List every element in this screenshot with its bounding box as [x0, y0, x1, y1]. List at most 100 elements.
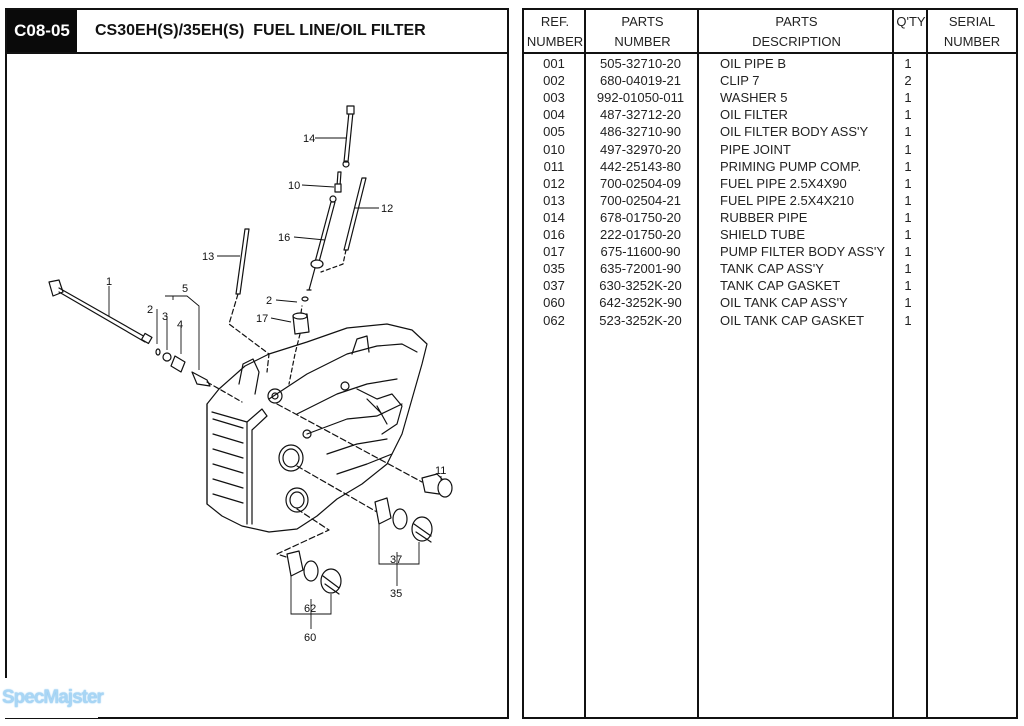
- callout-35: 35: [390, 588, 402, 600]
- part-number-cell: 642-3252K-90: [599, 295, 682, 311]
- diagram-svg: 14 10 12 16 13 1 5 2 2 3 4 17 11 37 35 6…: [48, 105, 453, 644]
- callout-60: 60: [304, 632, 316, 644]
- table-row: 010 497-32970-20 PIPE JOINT 1: [524, 141, 1016, 158]
- part-60-oil-tank-cap-assy: [276, 508, 342, 595]
- part-number-cell: 487-32712-20: [600, 107, 681, 123]
- part-number-cell: 635-72001-90: [600, 261, 681, 277]
- callout-10: 10: [288, 180, 300, 192]
- table-row: 060 642-3252K-90 OIL TANK CAP ASS'Y 1: [524, 294, 1016, 311]
- part-13-fuel-pipe: [228, 228, 270, 373]
- qty-cell: 1: [904, 278, 912, 294]
- part-11-priming-pump: [276, 403, 453, 498]
- qty-cell: 1: [904, 192, 912, 208]
- callout-11: 11: [435, 465, 446, 477]
- part-number-cell: 486-32710-90: [600, 124, 681, 140]
- qty-cell: 1: [904, 209, 912, 225]
- description-cell: PIPE JOINT: [720, 141, 791, 157]
- part-number-cell: 442-25143-80: [600, 158, 681, 174]
- ref-number-cell: 017: [543, 244, 565, 260]
- part-12-fuel-pipe: [320, 177, 367, 273]
- description-cell: OIL FILTER BODY ASS'Y: [720, 124, 869, 140]
- callout-17: 17: [256, 313, 268, 325]
- qty-cell: 1: [904, 56, 912, 71]
- qty-cell: 1: [904, 107, 912, 123]
- description-cell: FUEL PIPE 2.5X4X90: [720, 175, 847, 191]
- part-10-pipe-joint: [334, 171, 342, 193]
- callout-37: 37: [390, 554, 402, 566]
- callout-1: 1: [106, 276, 112, 288]
- header-qty: Q'TY: [896, 14, 926, 29]
- callout-5: 5: [182, 283, 188, 295]
- qty-cell: 1: [904, 124, 912, 140]
- qty-cell: 1: [904, 175, 912, 191]
- part-number-cell: 680-04019-21: [600, 73, 681, 89]
- part-number-cell: 497-32970-20: [600, 141, 681, 157]
- table-header: REF. NUMBER PARTS NUMBER PARTS DESCRIPTI…: [524, 10, 1016, 54]
- qty-cell: 1: [904, 90, 912, 106]
- qty-cell: 1: [904, 312, 912, 328]
- ref-number-cell: 016: [543, 227, 565, 242]
- part-3-washer: [162, 352, 172, 362]
- callout-4: 4: [177, 319, 183, 331]
- part-5-filter-body: [191, 371, 211, 387]
- page-title: CS30EH(S)/35EH(S) FUEL LINE/OIL FILTER: [95, 22, 426, 39]
- description-cell: OIL TANK CAP ASS'Y: [720, 295, 848, 311]
- description-cell: OIL FILTER: [720, 107, 788, 123]
- qty-cell: 1: [904, 227, 912, 242]
- description-cell: RUBBER PIPE: [720, 209, 808, 225]
- header-parts-description: PARTS DESCRIPTION: [752, 14, 841, 49]
- qty-cell: 1: [904, 141, 912, 157]
- diagram-panel: C08-05 CS30EH(S)/35EH(S) FUEL LINE/OIL F…: [5, 8, 509, 719]
- callout-3: 3: [162, 311, 168, 323]
- description-cell: CLIP 7: [720, 73, 760, 89]
- part-number-cell: 700-02504-21: [600, 192, 681, 208]
- callout-13: 13: [202, 251, 214, 263]
- part-number-cell: 505-32710-20: [600, 56, 681, 71]
- part-1-oil-pipe: [48, 279, 153, 345]
- col-divider-description: [524, 10, 894, 717]
- part-14-rubber-pipe: [342, 105, 355, 168]
- ref-number-cell: 012: [543, 175, 565, 191]
- qty-cell: 1: [904, 158, 912, 174]
- part-number-cell: 630-3252K-20: [599, 278, 682, 294]
- callout-2b: 2: [147, 304, 153, 316]
- col-divider-ref: [524, 10, 586, 717]
- callout-14: 14: [303, 133, 315, 145]
- part-4-oil-filter: [170, 355, 186, 373]
- header-serial-number: SERIAL NUMBER: [943, 14, 1001, 49]
- exploded-parts-diagram: 14 10 12 16 13 1 5 2 2 3 4 17 11 37 35 6…: [7, 54, 507, 717]
- col-divider-qty: [524, 10, 928, 717]
- ref-number-cell: 014: [543, 209, 565, 225]
- part-number-cell: 700-02504-09: [600, 175, 681, 191]
- ref-number-cell: 035: [543, 261, 565, 277]
- qty-cell: 1: [904, 295, 912, 311]
- description-cell: FUEL PIPE 2.5X4X210: [720, 192, 854, 208]
- description-cell: SHIELD TUBE: [720, 227, 806, 242]
- part-number-cell: 992-01050-011: [596, 90, 685, 106]
- ref-number-cell: 060: [543, 295, 565, 311]
- watermark-logo: SpecMajster: [2, 678, 104, 718]
- part-2-clip: [301, 296, 309, 302]
- part-number-cell: 678-01750-20: [600, 209, 681, 225]
- callout-16: 16: [278, 232, 290, 244]
- ref-number-cell: 011: [543, 158, 565, 174]
- table-row: 014 678-01750-20 RUBBER PIPE 1: [524, 209, 1016, 226]
- parts-table: REF. NUMBER PARTS NUMBER PARTS DESCRIPTI…: [522, 8, 1018, 719]
- part-17-pump-filter: [288, 305, 310, 385]
- table-row: 011 442-25143-80 PRIMING PUMP COMP. 1: [524, 158, 1016, 175]
- ref-number-cell: 010: [543, 141, 565, 157]
- part-number-cell: 675-11600-90: [600, 244, 681, 260]
- description-cell: TANK CAP GASKET: [720, 278, 841, 294]
- ref-number-cell: 002: [543, 73, 565, 89]
- header-parts-number: PARTS NUMBER: [614, 14, 671, 49]
- description-cell: PRIMING PUMP COMP.: [720, 158, 862, 174]
